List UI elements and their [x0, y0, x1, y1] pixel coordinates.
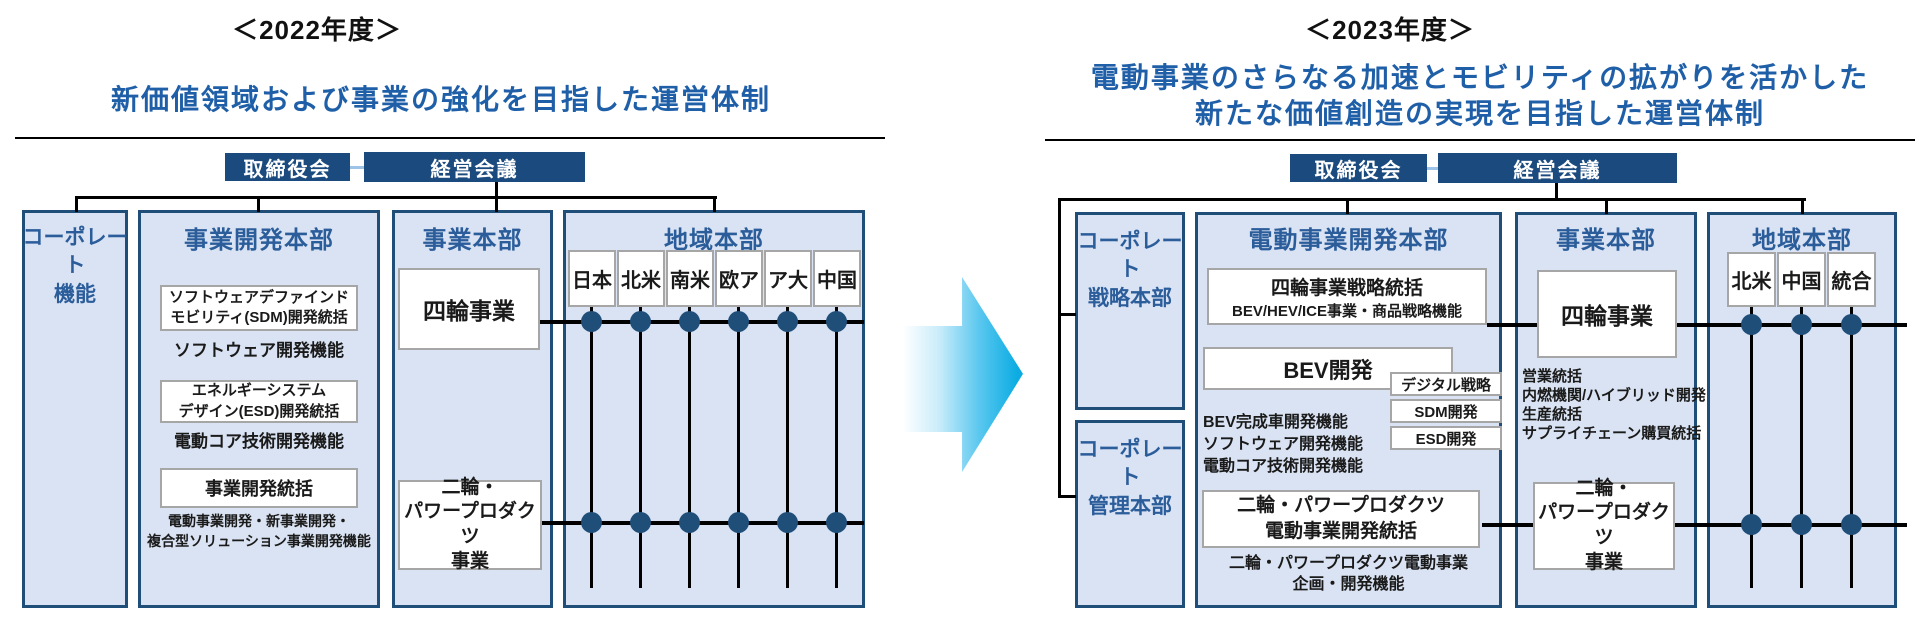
- right-bizhq-title: 事業本部: [1556, 227, 1656, 254]
- matrix-dot: [777, 311, 798, 332]
- right-year-title: ＜2023年度＞: [1305, 15, 1475, 45]
- left-connector-line: [75, 196, 717, 199]
- right-region-china: 中国: [1777, 252, 1826, 307]
- right-auto-business-box: 四輪事業: [1537, 270, 1677, 358]
- left-region-line: [786, 307, 789, 588]
- left-exec-box: 経営会議: [364, 152, 585, 182]
- left-tick-corporate: [75, 196, 78, 212]
- left-bizhq-title: 事業本部: [422, 227, 523, 254]
- right-moto-ev-note: 二輪・パワープロダクツ電動事業 企画・開発機能: [1228, 555, 1469, 593]
- right-corp-strategy-column: [1075, 212, 1185, 410]
- left-regionalhq-title: 地域本部: [664, 227, 764, 254]
- right-sdm-dev-box: SDM開発: [1390, 399, 1502, 423]
- right-tick-evdevhq: [1346, 198, 1349, 214]
- matrix-dot: [826, 311, 847, 332]
- left-region-europe-africa: 欧ア: [715, 250, 763, 307]
- right-tick-bizhq: [1605, 198, 1608, 214]
- left-tick-devhq: [257, 196, 260, 212]
- matrix-dot: [1741, 514, 1762, 535]
- right-digital-strategy-box: デジタル戦略: [1390, 372, 1502, 396]
- matrix-dot: [826, 512, 847, 533]
- matrix-dot: [728, 512, 749, 533]
- matrix-dot: [630, 311, 651, 332]
- right-tick-regionalhq: [1801, 198, 1804, 214]
- left-bizdev-note: 電動事業開発・新事業開発・ 複合型ソリューション事業開発機能: [147, 513, 371, 549]
- matrix-dot: [581, 311, 602, 332]
- right-exec-riser-line: [1555, 183, 1558, 199]
- right-corp-admin-column: [1075, 420, 1185, 608]
- left-region-south-america: 南米: [666, 250, 714, 307]
- left-moto-matrix-line: [538, 521, 864, 525]
- left-region-line: [639, 307, 642, 588]
- right-exec-box: 経営会議: [1438, 153, 1677, 183]
- matrix-dot: [679, 512, 700, 533]
- right-moto-ev-box: 二輪・パワープロダクツ 電動事業開発統括: [1202, 490, 1480, 548]
- right-regionalhq-title: 地域本部: [1752, 227, 1852, 254]
- left-region-japan: 日本: [568, 250, 616, 307]
- right-moto-matrix-line: [1482, 523, 1907, 527]
- left-separator-line: [15, 137, 885, 139]
- left-board-exec-link: [350, 166, 364, 169]
- right-region-integrated: 統合: [1827, 252, 1876, 307]
- left-moto-business-box: 二輪・ パワープロダクツ 事業: [398, 477, 542, 572]
- right-corp-strategy-label: コーポレート 戦略本部: [1077, 230, 1183, 310]
- matrix-dot: [679, 311, 700, 332]
- left-region-north-america: 北米: [617, 250, 665, 307]
- right-board-box: 取締役会: [1290, 154, 1427, 182]
- matrix-dot: [1791, 314, 1812, 335]
- right-separator-line: [1045, 139, 1915, 141]
- left-bizdev-box: 事業開発統括: [160, 468, 358, 508]
- left-devhq-title: 事業開発本部: [184, 227, 334, 254]
- left-sdm-note: ソフトウェア開発機能: [174, 341, 344, 360]
- left-region-line: [835, 307, 838, 588]
- right-corporate-bracket-line: [1058, 198, 1061, 498]
- matrix-dot: [630, 512, 651, 533]
- right-bev-notes: BEV完成車開発機能 ソフトウェア開発機能 電動コア技術開発機能: [1203, 414, 1364, 475]
- left-region-line: [737, 307, 740, 588]
- left-sdm-box: ソフトウェアデファインド モビリティ(SDM)開発統括: [160, 285, 358, 331]
- transition-arrow-icon: [903, 277, 1023, 472]
- right-auto-strategy-sub: BEV/HEV/ICE事業・商品戦略機能: [1231, 302, 1463, 320]
- matrix-dot: [1841, 314, 1862, 335]
- matrix-dot: [1841, 514, 1862, 535]
- right-connector-line: [1058, 198, 1806, 201]
- right-corp-admin-label: コーポレート 管理本部: [1077, 438, 1183, 518]
- right-auto-strategy-title: 四輪事業戦略統括: [1270, 277, 1423, 299]
- left-subtitle: 新価値領域および事業の強化を目指した運営体制: [110, 84, 771, 115]
- right-region-line: [1800, 307, 1803, 588]
- right-bracket-tick-strategy: [1058, 313, 1076, 316]
- right-esd-dev-box: ESD開発: [1390, 426, 1502, 450]
- right-auto-matrix-line: [1487, 323, 1907, 327]
- right-board-exec-link: [1427, 167, 1438, 170]
- left-corporate-label: コーポレート 機能: [22, 226, 128, 306]
- matrix-dot: [777, 512, 798, 533]
- matrix-dot: [1791, 514, 1812, 535]
- right-bracket-tick-admin: [1058, 495, 1076, 498]
- right-auto-strategy-box: 四輪事業戦略統括 BEV/HEV/ICE事業・商品戦略機能: [1207, 268, 1487, 325]
- left-tick-regionalhq: [713, 196, 716, 212]
- left-esd-note: 電動コア技術開発機能: [174, 432, 344, 451]
- right-evdevhq-title: 電動事業開発本部: [1248, 227, 1449, 254]
- matrix-dot: [728, 311, 749, 332]
- left-esd-box: エネルギーシステム デザイン(ESD)開発統括: [160, 380, 358, 423]
- left-region-china: 中国: [813, 250, 861, 307]
- right-auto-business-notes: 営業統括 内燃機関/ハイブリッド開発 生産統括 サプライチェーン購買統括: [1522, 368, 1706, 442]
- right-moto-business-box: 二輪・ パワープロダクツ 事業: [1533, 478, 1675, 573]
- left-region-line: [590, 307, 593, 588]
- right-subtitle-line1: 電動事業のさらなる加速とモビリティの拡がりを活かした: [1090, 62, 1870, 93]
- left-region-asia-oceania: ア大: [764, 250, 812, 307]
- matrix-dot: [581, 512, 602, 533]
- right-region-line: [1750, 307, 1753, 588]
- left-year-title: ＜2022年度＞: [232, 15, 402, 45]
- left-board-box: 取締役会: [225, 153, 350, 181]
- left-region-line: [688, 307, 691, 588]
- right-region-line: [1850, 307, 1853, 588]
- matrix-dot: [1741, 314, 1762, 335]
- left-auto-matrix-line: [538, 320, 864, 324]
- left-corporate-column: [22, 210, 128, 608]
- right-subtitle-line2: 新たな価値創造の実現を目指した運営体制: [1194, 98, 1765, 129]
- left-auto-business-box: 四輪事業: [398, 268, 540, 350]
- right-region-north-america: 北米: [1727, 252, 1776, 307]
